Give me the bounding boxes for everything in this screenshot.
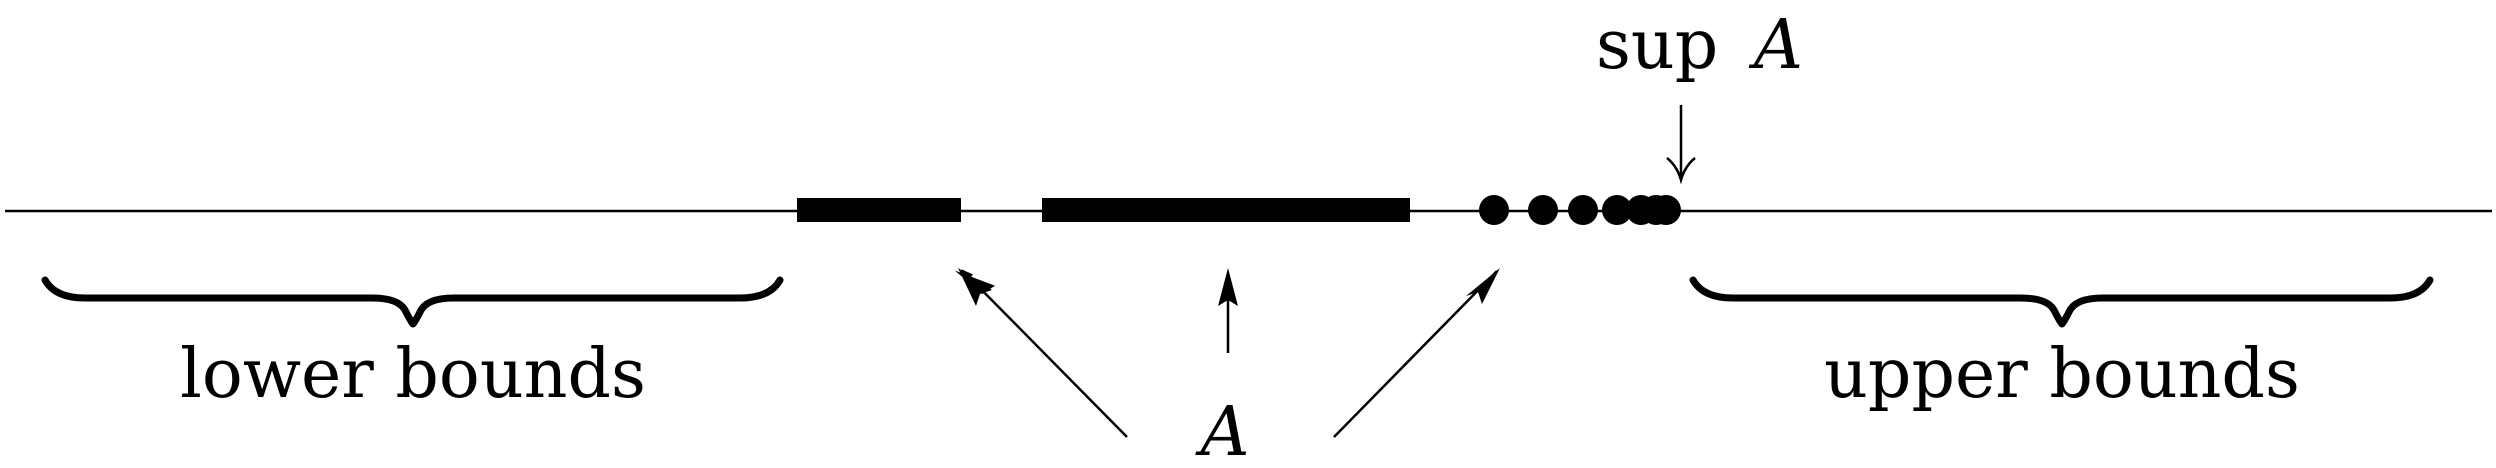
sup-variable: A (1748, 6, 1803, 85)
sup-label: sup A (1596, 6, 1803, 85)
set-interval-2 (1042, 198, 1410, 222)
arrowhead-icon (958, 268, 992, 306)
filled-dot-icon (1602, 195, 1632, 225)
set-label: A (1194, 393, 1249, 468)
lower-bounds-label: lower bounds (180, 335, 646, 414)
arrowhead-icon (1218, 268, 1238, 306)
upper-bounds-brace (1689, 276, 2434, 328)
lower-bounds-brace (41, 276, 784, 328)
filled-dot-icon (1528, 195, 1558, 225)
sup-operator: sup (1596, 6, 1718, 85)
upper-bounds-label: upper bounds (1824, 335, 2300, 414)
arrow-to-interval-1 (961, 269, 1128, 438)
sup-arrowhead-icon (1666, 157, 1696, 185)
set-points (1479, 195, 1681, 225)
filled-dot-icon (1651, 195, 1681, 225)
arrowhead-icon (1466, 268, 1500, 304)
filled-dot-icon (1479, 195, 1509, 225)
filled-dot-icon (1568, 195, 1598, 225)
set-interval-1 (797, 198, 961, 222)
arrow-to-points (1333, 270, 1498, 438)
